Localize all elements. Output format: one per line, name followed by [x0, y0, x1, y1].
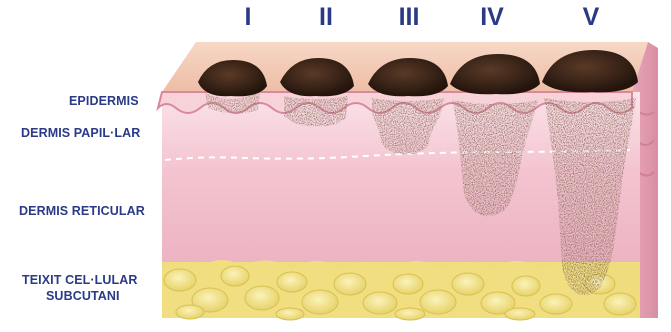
tumor-stage-1	[198, 60, 267, 114]
stage-label-5: V	[583, 3, 600, 32]
tumor-stage-2	[280, 58, 354, 126]
stage-label-2: II	[319, 3, 333, 32]
label-subcutaneous-line2: SUBCUTANI	[46, 289, 120, 304]
label-reticular-dermis: DERMIS RETICULAR	[19, 204, 145, 219]
label-epidermis: EPIDERMIS	[69, 94, 139, 109]
stage-label-3: III	[399, 3, 420, 32]
stage-label-4: IV	[480, 3, 504, 32]
label-papillary-dermis: DERMIS PAPIL·LAR	[21, 126, 140, 141]
stage-label-1: I	[245, 3, 252, 32]
label-subcutaneous-line1: TEIXIT CEL·LULAR	[22, 273, 137, 288]
